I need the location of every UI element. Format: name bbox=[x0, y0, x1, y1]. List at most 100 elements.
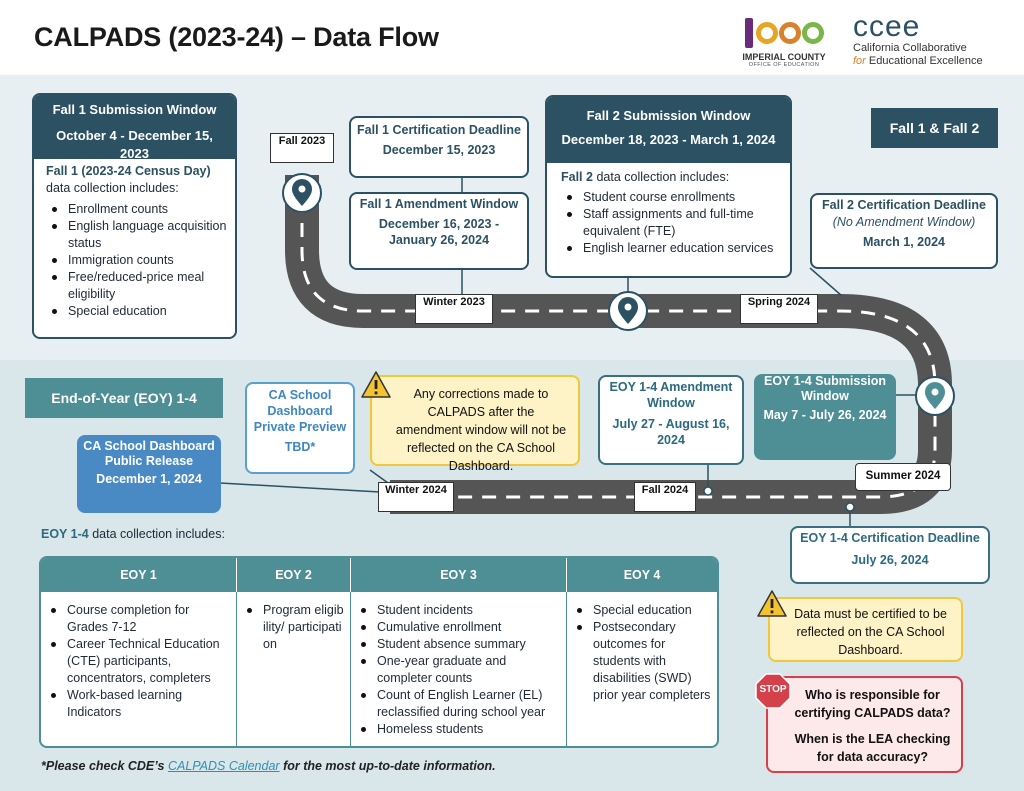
list-item: English learner education services bbox=[561, 240, 784, 257]
ccee-line2: for Educational Excellence bbox=[853, 55, 1003, 68]
road-label-winter-2024: Winter 2024 bbox=[378, 482, 454, 512]
eoy-cert-title: EOY 1-4 Certification Deadline bbox=[800, 531, 980, 545]
icoe-line1: IMPERIAL COUNTY bbox=[742, 52, 826, 62]
list-item: Free/reduced-price meal eligibility bbox=[46, 269, 229, 303]
list-item: Student absence summary bbox=[355, 636, 560, 653]
fall1-amend-card: Fall 1 Amendment Window December 16, 202… bbox=[349, 192, 529, 270]
table-cell: Program eligibility/ participation bbox=[237, 592, 351, 746]
fall2-cert-date: March 1, 2024 bbox=[863, 235, 945, 249]
fall2-cert-card: Fall 2 Certification Deadline (No Amendm… bbox=[810, 193, 998, 269]
fall1-submission-header: Fall 1 Submission Window October 4 - Dec… bbox=[34, 95, 235, 161]
fall1-submission-dates: October 4 - December 15, 2023 bbox=[56, 128, 213, 161]
fall2-items-list: Student course enrollments Staff assignm… bbox=[561, 189, 784, 257]
table-header: EOY 1 bbox=[41, 558, 237, 592]
fall2-submission-card: Fall 2 Submission Window December 18, 20… bbox=[545, 95, 792, 278]
fall1-amend-dates: December 16, 2023 - January 26, 2024 bbox=[378, 217, 500, 247]
list-item: Special education bbox=[571, 602, 711, 619]
table-header: EOY 4 bbox=[567, 558, 717, 592]
icoe-logo-letters bbox=[742, 14, 826, 52]
fall1-cert-title: Fall 1 Certification Deadline bbox=[357, 123, 521, 137]
road-label-fall-2024: Fall 2024 bbox=[634, 482, 696, 512]
eoy-amend-card: EOY 1-4 Amendment Window July 27 - Augus… bbox=[598, 375, 744, 465]
fall1-submission-title: Fall 1 Submission Window bbox=[52, 102, 217, 117]
list-item: Work-based learning Indicators bbox=[45, 687, 230, 721]
eoy-amend-dates: July 27 - August 16, 2024 bbox=[612, 417, 730, 447]
dashboard-preview-date: TBD* bbox=[284, 440, 316, 454]
road-label-winter-2023: Winter 2023 bbox=[415, 294, 493, 324]
warning-icon bbox=[361, 371, 391, 398]
dashboard-preview-title: CA School Dashboard Private Preview bbox=[253, 388, 347, 434]
road-label-summer-2024: Summer 2024 bbox=[855, 463, 951, 491]
list-item: Cumulative enrollment bbox=[355, 619, 560, 636]
eoy-badge: End-of-Year (EOY) 1-4 bbox=[25, 378, 223, 418]
eoy-intro: EOY 1-4 data collection includes: bbox=[41, 527, 225, 541]
ccee-line2-rest: Educational Excellence bbox=[868, 55, 983, 67]
stop-question-1: Who is responsible for certifying CALPAD… bbox=[794, 688, 951, 720]
fall2-submission-dates: December 18, 2023 - March 1, 2024 bbox=[561, 132, 776, 147]
ccee-logo-letters: ccee bbox=[853, 10, 921, 43]
fall-badge: Fall 1 & Fall 2 bbox=[871, 108, 998, 148]
warning-icon bbox=[757, 590, 787, 617]
list-item: Program eligibility/ participation bbox=[241, 602, 344, 653]
list-item: Special education bbox=[46, 303, 229, 320]
stop-sign-icon: STOP bbox=[755, 673, 791, 709]
fall2-submission-header: Fall 2 Submission Window December 18, 20… bbox=[547, 97, 790, 163]
fall1-amend-title: Fall 1 Amendment Window bbox=[359, 197, 519, 211]
icoe-line2: OFFICE OF EDUCATION bbox=[748, 62, 820, 68]
list-item: Student course enrollments bbox=[561, 189, 784, 206]
fall1-cert-date: December 15, 2023 bbox=[382, 143, 496, 157]
calpads-calendar-link[interactable]: CALPADS Calendar bbox=[167, 759, 280, 773]
eoy-table: EOY 1 EOY 2 EOY 3 EOY 4 Course completio… bbox=[39, 556, 719, 748]
table-header: EOY 3 bbox=[351, 558, 567, 592]
fall2-cert-note: (No Amendment Window) bbox=[832, 215, 976, 229]
eoy-cert-card: EOY 1-4 Certification Deadline July 26, … bbox=[790, 526, 990, 584]
eoy-submit-dates: May 7 - July 26, 2024 bbox=[763, 408, 887, 422]
list-item: Enrollment counts bbox=[46, 201, 229, 218]
icoe-logo: IMPERIAL COUNTY OFFICE OF EDUCATION bbox=[742, 14, 826, 70]
fall1-intro: Fall 1 (2023-24 Census Day) data collect… bbox=[46, 164, 211, 195]
fall2-submission-body: Fall 2 data collection includes: Student… bbox=[547, 163, 790, 257]
location-pin-icon bbox=[915, 376, 955, 416]
list-item: Course completion for Grades 7-12 bbox=[45, 602, 230, 636]
page-title: CALPADS (2023-24) – Data Flow bbox=[34, 22, 439, 52]
list-item: Immigration counts bbox=[46, 252, 229, 269]
list-item: Postsecondary outcomes for students with… bbox=[571, 619, 711, 704]
ccee-line1: California Collaborative bbox=[853, 42, 967, 54]
certify-warning-card: Data must be certified to be reflected o… bbox=[768, 597, 963, 662]
footnote: *Please check CDE’s CALPADS Calendar for… bbox=[41, 759, 496, 773]
list-item: Homeless students bbox=[355, 721, 560, 738]
fall1-submission-card: Fall 1 Submission Window October 4 - Dec… bbox=[32, 93, 237, 339]
corrections-warning-card: Any corrections made to CALPADS after th… bbox=[370, 375, 580, 473]
fall1-cert-card: Fall 1 Certification Deadline December 1… bbox=[349, 116, 529, 178]
table-cell: Special education Postsecondary outcomes… bbox=[567, 592, 717, 746]
road-label-fall-2023: Fall 2023 bbox=[270, 133, 334, 163]
road-dot bbox=[703, 486, 713, 496]
list-item: Staff assignments and full-time equivale… bbox=[561, 206, 784, 240]
location-pin-icon bbox=[282, 173, 322, 213]
fall2-submission-title: Fall 2 Submission Window bbox=[586, 108, 751, 123]
table-header-row: EOY 1 EOY 2 EOY 3 EOY 4 bbox=[41, 558, 717, 592]
table-cell: Course completion for Grades 7-12 Career… bbox=[41, 592, 237, 746]
eoy-amend-title: EOY 1-4 Amendment Window bbox=[609, 380, 733, 410]
dashboard-public-date: December 1, 2024 bbox=[96, 472, 202, 486]
fall2-intro: Fall 2 data collection includes: bbox=[561, 170, 730, 184]
fall1-submission-body: Fall 1 (2023-24 Census Day) data collect… bbox=[34, 159, 235, 320]
stop-question-2: When is the LEA checking for data accura… bbox=[794, 732, 951, 764]
stop-sign-text: STOP bbox=[759, 684, 787, 695]
list-item: Career Technical Education (CTE) partici… bbox=[45, 636, 230, 687]
dashboard-public-card: CA School Dashboard Public Release Decem… bbox=[77, 435, 221, 513]
dashboard-public-title: CA School Dashboard Public Release bbox=[83, 439, 215, 468]
eoy-submit-title: EOY 1-4 Submission Window bbox=[763, 374, 887, 403]
fall1-items-list: Enrollment counts English language acqui… bbox=[46, 201, 229, 320]
road-dot bbox=[845, 502, 855, 512]
fall2-cert-title: Fall 2 Certification Deadline bbox=[822, 198, 986, 212]
table-row: Course completion for Grades 7-12 Career… bbox=[41, 592, 717, 746]
road-label-spring-2024: Spring 2024 bbox=[740, 294, 818, 324]
location-pin-icon bbox=[608, 291, 648, 331]
list-item: Count of English Learner (EL) reclassifi… bbox=[355, 687, 560, 721]
eoy-table-wrap: EOY 1 EOY 2 EOY 3 EOY 4 Course completio… bbox=[39, 556, 719, 748]
ccee-line2-for: for bbox=[853, 55, 866, 67]
eoy-cert-date: July 26, 2024 bbox=[851, 553, 929, 567]
eoy-submit-card: EOY 1-4 Submission Window May 7 - July 2… bbox=[754, 374, 896, 460]
